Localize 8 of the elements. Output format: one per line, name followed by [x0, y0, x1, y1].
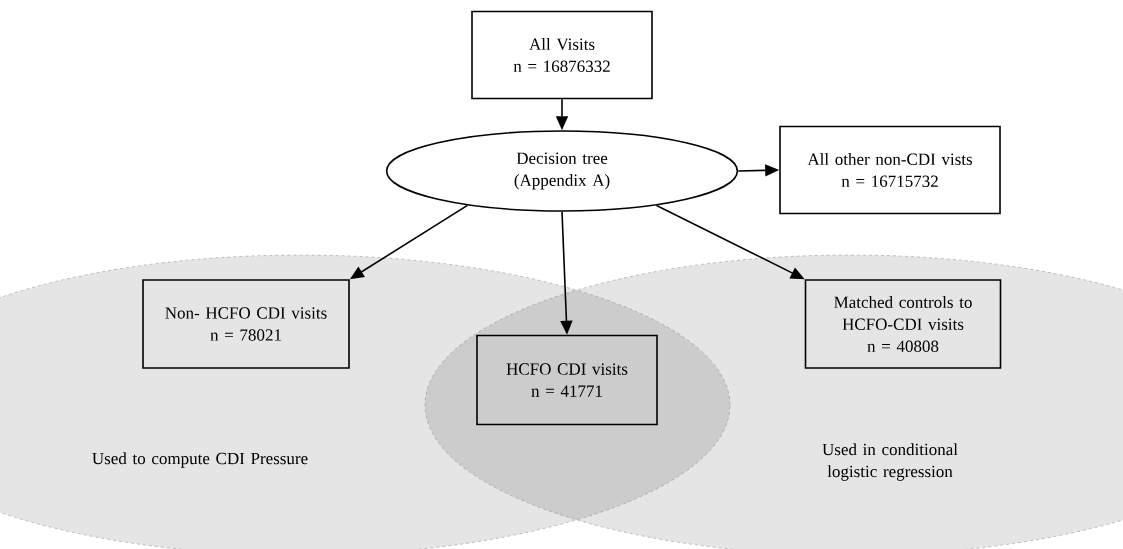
process-box: Matched controls to HCFO-CDI visits n = 40808 — [804, 279, 1002, 369]
process-box: HCFO CDI visits n = 41771 — [476, 334, 658, 426]
process-box: All other non-CDI vists n = 16715732 — [779, 125, 1001, 215]
region-label: Used to compute CDI Pressure — [92, 452, 308, 468]
decision-oval: Decision tree (Appendix A) — [385, 130, 739, 212]
process-box: Non- HCFO CDI visits n = 78021 — [142, 279, 350, 369]
process-box: All Visits n = 16876332 — [471, 10, 653, 100]
region-label: Used in conditional logistic regression — [822, 443, 958, 481]
